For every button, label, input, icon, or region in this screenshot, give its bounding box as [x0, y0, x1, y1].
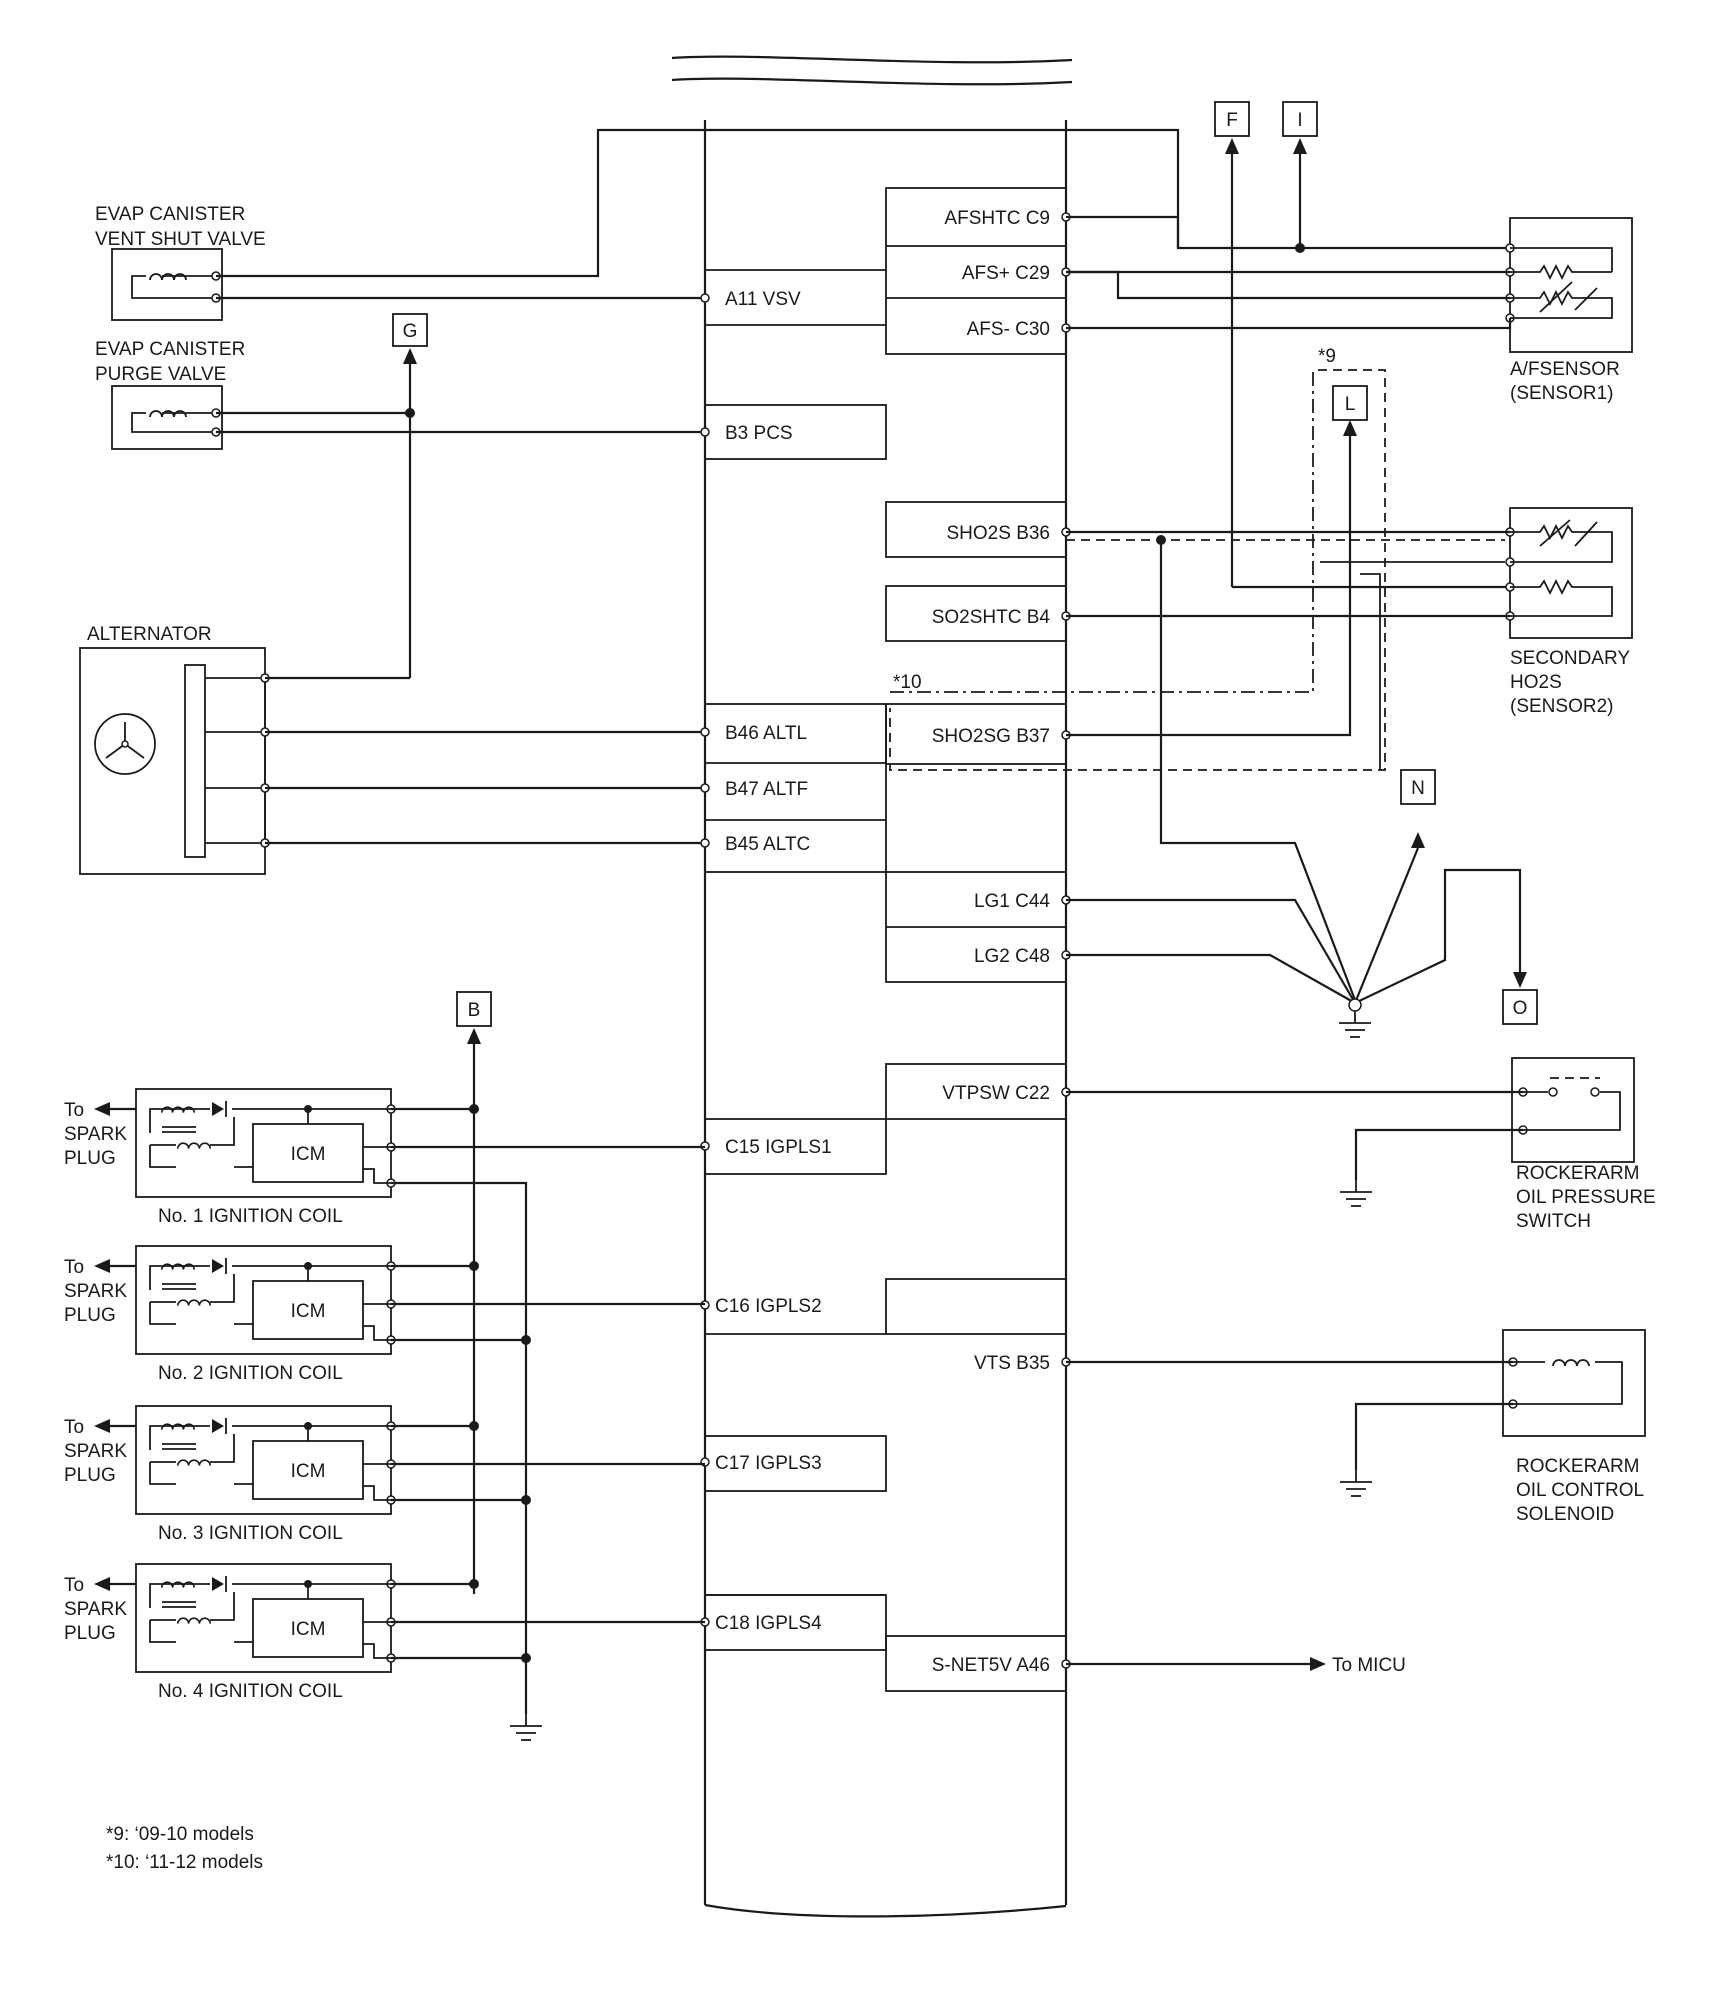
pin-snet: S-NET5V A46 [932, 1655, 1050, 1676]
secondary-label-1: SECONDARY [1510, 648, 1630, 669]
ecm-left-pins: A11 VSV B3 PCS B46 ALTL B47 ALTF B45 ALT… [700, 289, 832, 1634]
footnote-9: *9: ‘09-10 models [106, 1824, 254, 1845]
mark-9: *9 [1318, 346, 1336, 367]
af-sensor: A/FSENSOR (SENSOR1) [1505, 217, 1633, 404]
alternator-label: ALTERNATOR [87, 624, 212, 645]
plug-label: PLUG [64, 1465, 116, 1486]
secondary-label-2: HO2S [1510, 672, 1562, 693]
plug-label: PLUG [64, 1623, 116, 1644]
to-label: To [64, 1257, 84, 1278]
icm-label: ICM [291, 1301, 326, 1322]
connector-f-label: F [1226, 110, 1238, 131]
rocker-sol-label-2: OIL CONTROL [1516, 1480, 1644, 1501]
icm-label: ICM [291, 1144, 326, 1165]
evap-purge-label-2: PURGE VALVE [95, 364, 226, 385]
spark-label: SPARK [64, 1124, 127, 1145]
icm-label: ICM [291, 1619, 326, 1640]
plug-label: PLUG [64, 1148, 116, 1169]
connector-l-label: L [1345, 394, 1356, 415]
evap-vent-shut-valve: EVAP CANISTER VENT SHUT VALVE [95, 204, 266, 321]
pin-vts: VTS B35 [974, 1353, 1050, 1374]
pin-c18: C18 IGPLS4 [715, 1613, 822, 1634]
mark-10: *10 [893, 672, 922, 693]
to-micu-label: To MICU [1332, 1655, 1406, 1676]
connector-f: F [1214, 101, 1510, 589]
connector-o-label: O [1513, 998, 1528, 1019]
pin-c15: C15 IGPLS1 [725, 1137, 832, 1158]
connector-o: O [1502, 989, 1538, 1025]
evap-vent-label-1: EVAP CANISTER [95, 204, 245, 225]
connector-g-label: G [403, 321, 418, 342]
variant-boxes: *9 *10 [889, 346, 1386, 771]
pin-b3: B3 PCS [725, 423, 793, 444]
af-sensor-wires [1066, 150, 1512, 330]
to-label: To [64, 1575, 84, 1596]
to-label: To [64, 1100, 84, 1121]
secondary-wires [1066, 420, 1510, 1001]
af-sensor-label-1: A/FSENSOR [1510, 359, 1620, 380]
rocker-sw-wires [1066, 1090, 1523, 1207]
rocker-sw-label-1: ROCKERARM [1516, 1163, 1640, 1184]
pin-b46: B46 ALTL [725, 723, 807, 744]
rockerarm-oil-pressure-switch: ROCKERARM OIL PRESSURE SWITCH [1511, 1057, 1656, 1232]
connector-g: G [392, 313, 428, 364]
connector-n: N [1400, 769, 1436, 805]
pin-afs-minus: AFS- C30 [967, 319, 1050, 340]
pin-sho2s: SHO2S B36 [947, 523, 1051, 544]
af-sensor-label-2: (SENSOR1) [1510, 383, 1613, 404]
ground-bus [1066, 832, 1527, 1038]
pin-sho2sg: SHO2SG B37 [932, 726, 1050, 747]
pin-b45: B45 ALTC [725, 834, 810, 855]
evap-purge-label-1: EVAP CANISTER [95, 339, 245, 360]
pin-vtpsw: VTPSW C22 [942, 1083, 1050, 1104]
spark-label: SPARK [64, 1599, 127, 1620]
pin-so2shtc: SO2SHTC B4 [932, 607, 1051, 628]
connector-n-label: N [1411, 778, 1425, 799]
rocker-sw-label-3: SWITCH [1516, 1211, 1591, 1232]
secondary-ho2s: SECONDARY HO2S (SENSOR2) [1505, 507, 1633, 717]
left-wires [216, 128, 1510, 845]
rocker-sol-label-3: SOLENOID [1516, 1504, 1614, 1525]
pin-c16: C16 IGPLS2 [715, 1296, 822, 1317]
connector-b-label: B [468, 1000, 481, 1021]
plug-label: PLUG [64, 1305, 116, 1326]
connector-i: I [1282, 101, 1318, 154]
pin-lg1: LG1 C44 [974, 891, 1050, 912]
to-micu: To MICU [1066, 1655, 1406, 1676]
coil-label: No. 4 IGNITION COIL [158, 1681, 343, 1702]
rocker-sol-label-1: ROCKERARM [1516, 1456, 1640, 1477]
coil-label: No. 1 IGNITION COIL [158, 1206, 343, 1227]
coil-label: No. 3 IGNITION COIL [158, 1523, 343, 1544]
connector-b: B [456, 991, 543, 1741]
alternator: ALTERNATOR [79, 624, 270, 875]
footnote-10: *10: ‘11-12 models [106, 1852, 263, 1873]
spark-label: SPARK [64, 1281, 127, 1302]
coil-label: No. 2 IGNITION COIL [158, 1363, 343, 1384]
rocker-sol-wires [1066, 1360, 1513, 1497]
rocker-sw-label-2: OIL PRESSURE [1516, 1187, 1656, 1208]
evap-vent-label-2: VENT SHUT VALVE [95, 229, 266, 250]
pin-afshtc: AFSHTC C9 [944, 208, 1050, 229]
to-label: To [64, 1417, 84, 1438]
evap-purge-valve: EVAP CANISTER PURGE VALVE [95, 339, 245, 450]
connector-l: L [1332, 385, 1368, 421]
pin-a11: A11 VSV [725, 289, 801, 310]
connector-i-label: I [1297, 110, 1302, 131]
pin-lg2: LG2 C48 [974, 946, 1050, 967]
spark-label: SPARK [64, 1441, 127, 1462]
rockerarm-oil-control-solenoid: ROCKERARM OIL CONTROL SOLENOID [1502, 1329, 1646, 1525]
pin-afs-plus: AFS+ C29 [962, 263, 1050, 284]
pin-c17: C17 IGPLS3 [715, 1453, 822, 1474]
secondary-label-3: (SENSOR2) [1510, 696, 1613, 717]
ecm-right-pins: AFSHTC C9 AFS+ C29 AFS- C30 SHO2S B36 SO… [932, 208, 1071, 1676]
pin-b47: B47 ALTF [725, 779, 808, 800]
icm-label: ICM [291, 1461, 326, 1482]
